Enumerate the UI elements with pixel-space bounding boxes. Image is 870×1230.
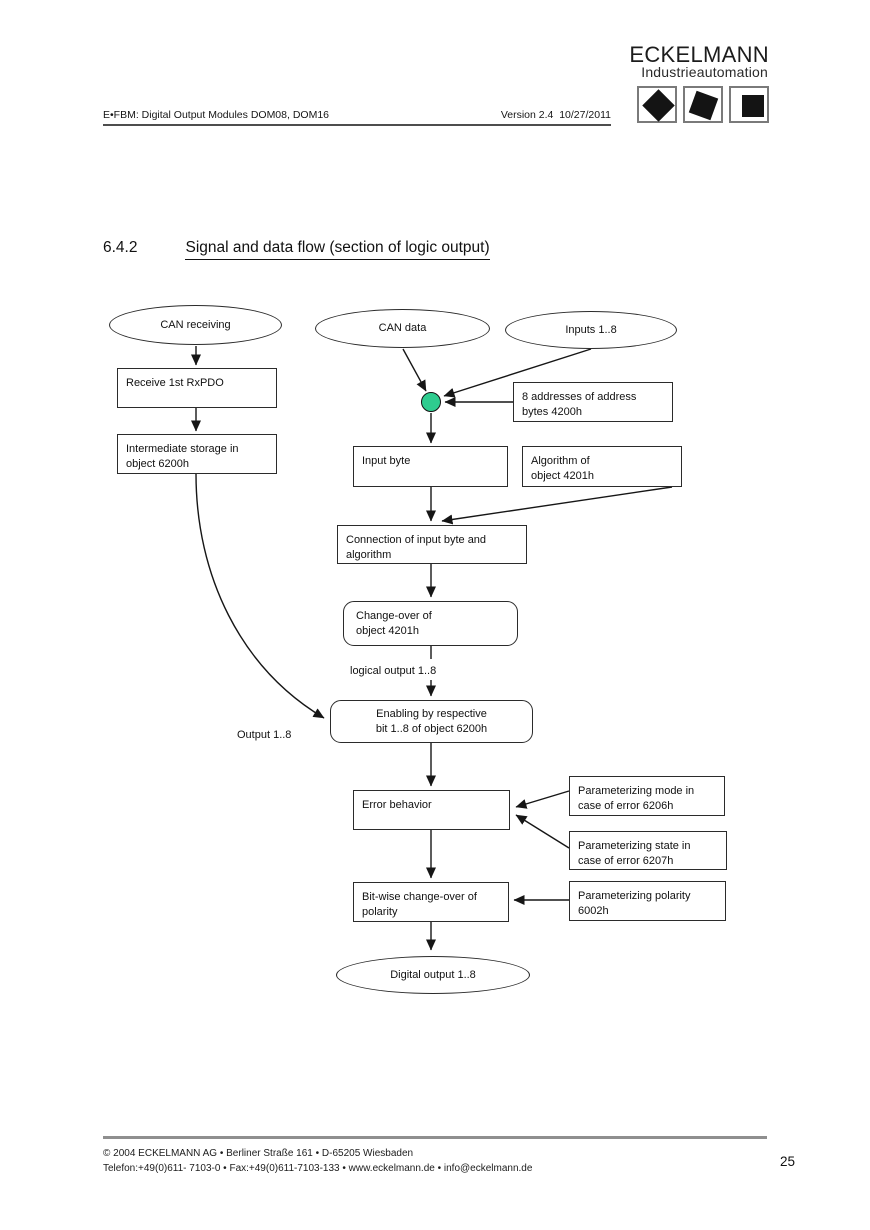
node-error-behavior: Error behavior [353,790,510,830]
node-input-byte: Input byte [353,446,508,487]
label-logical-output: logical output 1..8 [350,665,437,677]
arrow-can-data-to-junction [402,348,427,392]
logo-subtitle: Industrieautomation [641,64,768,80]
logo-marks [637,86,769,123]
node-receive-rxpdo: Receive 1st RxPDO [117,368,277,408]
diamond-icon [642,89,675,122]
node-connection: Connection of input byte and algorithm [337,525,527,564]
node-algorithm: Algorithm of object 4201h [522,446,682,487]
arrow-intermediate-to-enabling [195,473,325,719]
node-param-mode: Parameterizing mode in case of error 620… [569,776,725,816]
node-bitwise-change-over: Bit-wise change-over of polarity [353,882,509,922]
doc-version: Version 2.4 10/27/2011 [500,109,611,121]
footer-line-1: © 2004 ECKELMANN AG • Berliner Straße 16… [103,1148,414,1159]
node-addresses: 8 addresses of address bytes 4200h [513,382,673,422]
section-number: 6.4.2 [103,239,138,256]
node-enabling: Enabling by respective bit 1..8 of objec… [330,700,533,743]
tilted-square-icon [688,90,719,121]
node-intermediate-storage: Intermediate storage in object 6200h [117,434,277,474]
footer-divider [103,1136,767,1139]
section-title: Signal and data flow (section of logic o… [185,239,490,260]
label-output: Output 1..8 [237,729,292,741]
node-digital-output: Digital output 1..8 [336,956,530,994]
arrow-algorithm-to-connection [441,486,673,525]
junction-dot [421,392,441,412]
node-param-state: Parameterizing state in case of error 62… [569,831,727,870]
logo-mark-1 [637,86,677,123]
doc-title: E•FBM: Digital Output Modules DOM08, DOM… [103,109,330,121]
logo-brand-text: ECKELMANN [629,42,769,67]
page-header: E•FBM: Digital Output Modules DOM08, DOM… [103,109,611,126]
node-can-data: CAN data [315,309,490,348]
footer-line-2: Telefon:+49(0)611- 7103-0 • Fax:+49(0)61… [103,1163,533,1174]
page-number: 25 [780,1154,796,1169]
node-change-over: Change-over of object 4201h [343,601,518,646]
arrow-state-to-error [515,814,570,849]
footer-address: © 2004 ECKELMANN AG • Berliner Straße 16… [103,1146,532,1176]
corner-square-icon [742,95,764,117]
section-heading: 6.4.2 Signal and data flow (section of lo… [103,239,490,260]
arrow-mode-to-error [515,790,570,809]
node-can-receiving: CAN receiving [109,305,282,345]
logo-mark-3 [729,86,769,123]
logo-mark-2 [683,86,723,123]
node-param-polarity: Parameterizing polarity 6002h [569,881,726,921]
node-inputs: Inputs 1..8 [505,311,677,349]
